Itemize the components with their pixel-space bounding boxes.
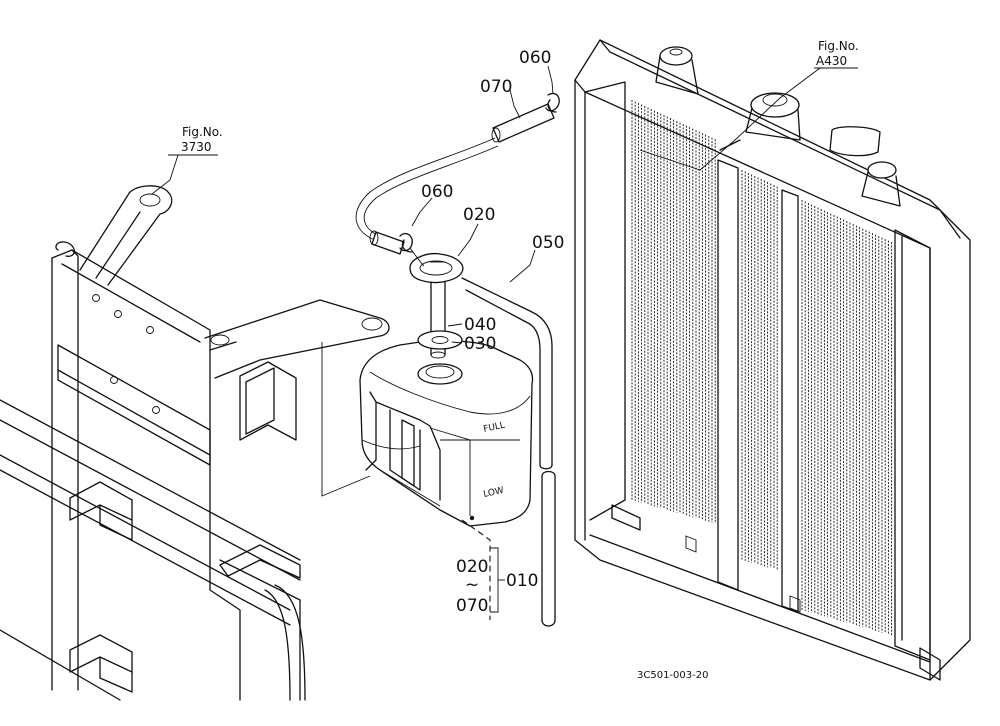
- label-060-mid: 060: [421, 182, 453, 202]
- label-kit-tilde: ~: [465, 575, 479, 595]
- tank-full-mark: FULL: [483, 421, 506, 435]
- radiator: [574, 39, 971, 681]
- drawing-code: 3C501-003-20: [637, 670, 708, 681]
- label-040: 040: [464, 315, 496, 335]
- overflow-pipe: [461, 277, 556, 627]
- leader-lines: [151, 65, 858, 620]
- fig-ref-left-label: Fig.No.: [182, 125, 223, 139]
- fig-ref-left-number: 3730: [181, 140, 212, 154]
- label-070-top: 070: [480, 77, 512, 97]
- tank-low-mark: LOW: [483, 486, 505, 500]
- radiator-fins: [631, 100, 893, 636]
- tank-cap-assembly: [409, 252, 464, 359]
- label-kit-from: 020: [456, 557, 488, 577]
- label-kit-assembly: 010: [506, 571, 538, 591]
- fig-ref-right-number: A430: [816, 54, 847, 68]
- label-kit-to: 070: [456, 596, 488, 616]
- label-050: 050: [532, 233, 564, 253]
- label-060-top: 060: [519, 48, 551, 68]
- reserve-tank: [359, 340, 534, 527]
- frame-structure: [0, 185, 390, 701]
- label-030: 030: [464, 334, 496, 354]
- hose-assembly: [355, 92, 560, 267]
- label-020-mid: 020: [463, 205, 495, 225]
- fig-ref-right-label: Fig.No.: [818, 39, 859, 53]
